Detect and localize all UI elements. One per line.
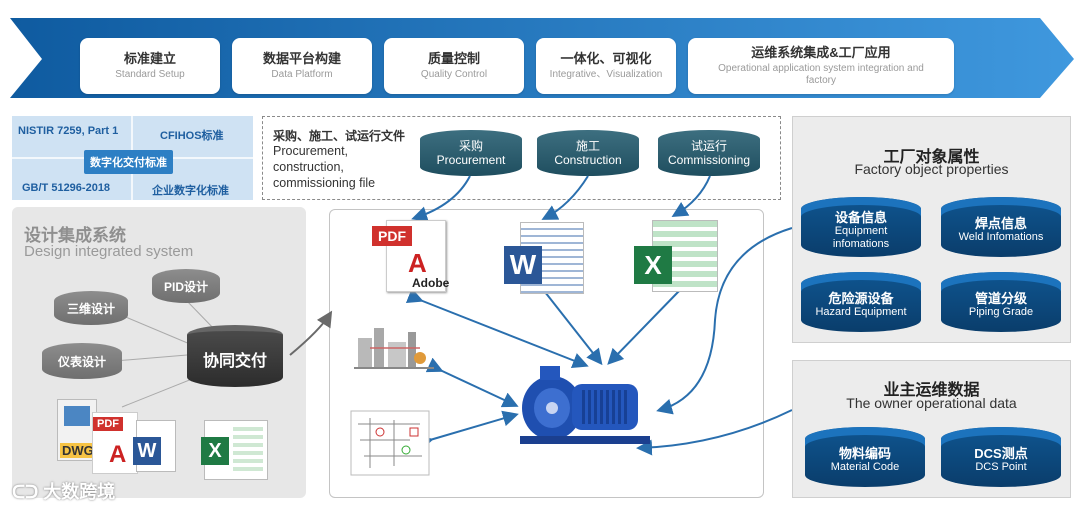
db-label-zh: 物料编码 (838, 446, 891, 461)
dwg-file-icon: DWG (57, 399, 97, 461)
step-title: 运维系统集成&工厂应用 (751, 45, 891, 60)
pid-design-node: PID设计 (152, 269, 220, 303)
construction-db: 施工 Construction (537, 130, 639, 176)
node-label: PID设计 (163, 279, 208, 294)
step-quality-control: 质量控制 Quality Control (384, 38, 524, 94)
process-banner: 标准建立 Standard Setup 数据平台构建 Data Platform… (0, 8, 1080, 100)
stage-en: Commissioning (667, 153, 751, 167)
excel-icon: X (630, 220, 722, 292)
docs-en-line: construction, (273, 160, 344, 174)
step-title: 一体化、可视化 (560, 51, 652, 66)
db-label-en: infomations (832, 237, 890, 250)
docs-title: 采购、施工、试运行文件 (273, 129, 406, 143)
factory-subtitle: Factory object properties (854, 161, 1009, 177)
pump-equipment-icon (520, 366, 650, 444)
owner-subtitle: The owner operational data (846, 395, 1017, 411)
design-title: 设计集成系统 (24, 226, 126, 245)
db-label-en: Hazard Equipment (815, 306, 907, 318)
adobe-label: Adobe (412, 276, 450, 290)
watermark-icon: ᑕᑐ (12, 482, 44, 502)
word-file-icon: W (133, 420, 176, 472)
design-system-panel: 设计集成系统 Design integrated system PID设计 三维… (12, 207, 306, 498)
stage-en: Procurement (436, 153, 506, 167)
dcs-point-db: DCS测点 DCS Point (941, 427, 1061, 487)
pid-drawing-icon (350, 410, 430, 476)
excel-letter: X (634, 246, 672, 284)
step-subtitle: Standard Setup (115, 69, 185, 80)
step-subtitle: Integrative、Visualization (549, 69, 663, 80)
excel-file-icon: X (201, 420, 268, 480)
db-label-en: Weld Infomations (958, 231, 1044, 243)
procurement-db: 采购 Procurement (420, 130, 522, 176)
piping-grade-db: 管道分级 Piping Grade (941, 272, 1061, 332)
factory-title: 工厂对象属性 (883, 149, 980, 166)
hazard-equipment-db: 危险源设备 Hazard Equipment (801, 272, 921, 332)
dwg-label: DWG (60, 443, 96, 458)
step-title: 数据平台构建 (262, 51, 341, 66)
commissioning-db: 试运行 Commissioning (658, 130, 760, 176)
material-code-db: 物料编码 Material Code (805, 427, 925, 487)
db-label-zh: DCS测点 (974, 446, 1028, 461)
equipment-info-db: 设备信息 Equipment infomations (801, 197, 921, 257)
standard-enterprise: 企业数字化标准 (152, 185, 229, 197)
design-subtitle: Design integrated system (24, 243, 194, 260)
db-label-zh: 危险源设备 (828, 291, 894, 306)
step-subtitle: Data Platform (271, 69, 333, 80)
node-label: 仪表设计 (57, 354, 106, 369)
node-label: 三维设计 (66, 301, 115, 316)
db-label-en: Material Code (830, 461, 900, 473)
docs-en-line: Procurement, (273, 144, 349, 158)
db-label-en: DCS Point (975, 461, 1027, 473)
watermark-text: 大数跨境 (43, 482, 116, 502)
db-label-en: Equipment (834, 224, 888, 237)
db-label-en: Piping Grade (968, 306, 1034, 318)
node-label: 协同交付 (202, 353, 267, 370)
step-integrative: 一体化、可视化 Integrative、Visualization (536, 38, 676, 94)
word-icon: W (500, 222, 588, 294)
docs-en-line: commissioning file (273, 176, 376, 190)
pdf-adobe-icon: PDF A Adobe (372, 220, 452, 292)
step-title: 标准建立 (123, 51, 176, 66)
owner-data-panel: 业主运维数据 The owner operational data 物料编码 M… (792, 360, 1071, 498)
stage-zh: 采购 (458, 139, 483, 153)
standards-panel: NISTIR 7259, Part 1 CFIHOS标准 数字化交付标准 GB/… (12, 116, 253, 200)
owner-title: 业主运维数据 (883, 382, 980, 399)
word-letter: W (504, 246, 542, 284)
stage-zh: 试运行 (690, 139, 727, 153)
standard-cfihos: CFIHOS标准 (160, 130, 224, 142)
instrument-design-node: 仪表设计 (42, 343, 122, 379)
3d-design-node: 三维设计 (54, 291, 128, 325)
step-subtitle: Quality Control (420, 69, 488, 80)
standard-digital-delivery: 数字化交付标准 (84, 150, 173, 174)
db-label-zh: 设备信息 (834, 209, 887, 225)
step-title: 质量控制 (427, 51, 480, 66)
procurement-docs-panel: 采购、施工、试运行文件 Procurement, construction, c… (262, 116, 781, 200)
standard-nistir: NISTIR 7259, Part 1 (18, 125, 119, 137)
pdf-label: PDF (372, 226, 412, 246)
step-data-platform: 数据平台构建 Data Platform (232, 38, 372, 94)
collab-delivery-node: 协同交付 (187, 325, 283, 387)
factory-properties-panel: 工厂对象属性 Factory object properties 设备信息 Eq… (792, 116, 1071, 343)
db-label-zh: 焊点信息 (974, 216, 1027, 231)
watermark-logo: ᑕᑐ 大数跨境 (12, 478, 115, 504)
stage-en: Construction (554, 153, 622, 167)
step-standard-setup: 标准建立 Standard Setup (80, 38, 220, 94)
db-label-zh: 管道分级 (974, 291, 1027, 306)
weld-info-db: 焊点信息 Weld Infomations (941, 197, 1061, 257)
step-operational: 运维系统集成&工厂应用 Operational application syst… (688, 38, 954, 94)
pdf-file-icon: PDF A (92, 412, 138, 474)
standard-gbt: GB/T 51296-2018 (22, 182, 111, 194)
step-subtitle: Operational application system integrati… (718, 63, 924, 86)
stage-zh: 施工 (575, 139, 600, 153)
3d-plant-model-icon (354, 328, 434, 369)
